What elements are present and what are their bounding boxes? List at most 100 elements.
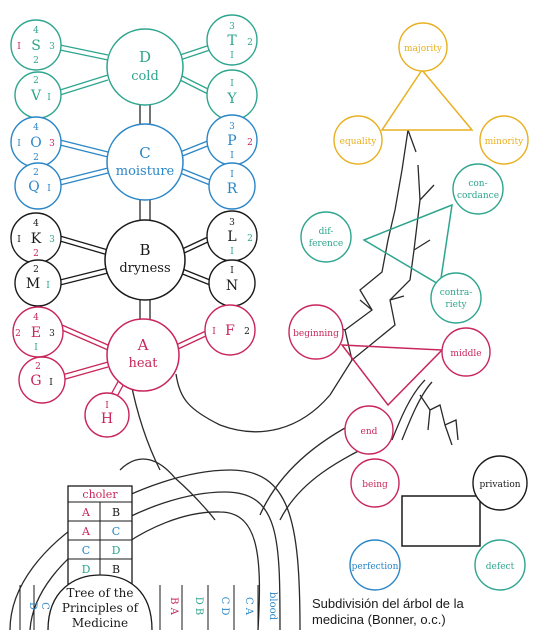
node-e-left: 2 (15, 329, 21, 339)
node-m: M 2 I (14, 259, 62, 307)
node-k-bottom: 2 (33, 249, 39, 259)
node-p-top: 3 (229, 122, 235, 132)
caption: Subdivisión del árbol de la medicina (Bo… (312, 596, 465, 627)
node-v-letter: V (30, 88, 42, 104)
chamber-cell: D (112, 544, 121, 557)
chamber-cell: D (82, 563, 91, 576)
node-f-letter: F (225, 323, 235, 339)
node-s-top: 4 (33, 26, 39, 36)
chamber-cell: C (112, 525, 120, 538)
node-q-right: I (47, 184, 51, 194)
side-right-cell: C A (243, 597, 254, 616)
chamber-cell: B (112, 506, 120, 519)
node-r: R I (208, 162, 256, 210)
node-m-top: 2 (33, 265, 39, 275)
difference-label-2: ference (309, 239, 343, 249)
node-l: L 3 2 I (206, 210, 258, 262)
node-s-right: 3 (49, 42, 55, 52)
middle-label: middle (450, 349, 481, 359)
gold-triangle-group: majority equality minority (333, 22, 529, 165)
node-g-letter: G (30, 373, 41, 389)
node-h-letter: H (101, 411, 113, 427)
choler-chamber: choler A B A C C D D B (67, 485, 133, 585)
contrariety-label-2: riety (445, 300, 467, 310)
node-e: E 4 2 3 I (12, 306, 64, 358)
trunk-title-line-3: Medicine (72, 616, 128, 630)
node-o-top: 4 (33, 123, 39, 133)
perfection-label: perfection (352, 562, 399, 572)
concordance-label-1: con- (468, 179, 487, 189)
node-o-bottom: 2 (33, 153, 39, 163)
privation-label: privation (479, 480, 520, 490)
node-a-word: heat (128, 356, 158, 371)
node-s: S 4 I 3 2 (10, 19, 62, 71)
chamber-cell: B (112, 563, 120, 576)
node-y-letter: Y (226, 91, 237, 107)
node-e-right: 3 (49, 329, 55, 339)
node-t-top: 3 (229, 22, 235, 32)
node-l-bottom: I (230, 247, 234, 257)
node-k-right: 3 (49, 235, 55, 245)
node-v-right: I (47, 93, 51, 103)
trunk-title-line-2: Principles of (62, 601, 140, 615)
node-v-top: 2 (33, 76, 39, 86)
node-e-top: 4 (33, 313, 39, 323)
node-c-word: moisture (116, 164, 175, 179)
node-d-word: cold (131, 69, 159, 84)
caption-line-1: Subdivisión del árbol de la (312, 596, 465, 611)
side-left-cell: D (27, 602, 38, 610)
node-p-bottom: I (230, 151, 234, 161)
end-label: end (361, 427, 378, 437)
defect-label: defect (486, 562, 515, 572)
node-f: F I 2 (204, 304, 256, 356)
choler-header: choler (82, 488, 118, 501)
beginning-label: beginning (293, 329, 339, 339)
side-right-cell: D B (193, 597, 204, 616)
being-label: being (362, 480, 388, 490)
majority-label: majority (404, 44, 443, 54)
node-t-right: 2 (247, 38, 253, 48)
node-m-letter: M (26, 276, 40, 292)
node-k-left: I (17, 235, 21, 245)
node-k: K 4 I 3 2 (10, 212, 62, 264)
node-n: N I (208, 259, 256, 307)
node-y-top: I (230, 79, 234, 89)
caption-line-2: medicina (Bonner, o.c.) (312, 612, 446, 627)
side-left-cell: C (39, 602, 50, 610)
node-k-top: 4 (33, 219, 39, 229)
difference-label-1: dif- (319, 227, 334, 237)
chamber-cell: A (81, 525, 91, 538)
node-e-bottom: I (34, 343, 38, 353)
node-s-letter: S (31, 38, 41, 54)
node-p: P 3 2 I (206, 114, 258, 166)
node-a-letter: A (137, 336, 149, 354)
trunk-title-line-1: Tree of the (67, 586, 134, 600)
chamber-cell: C (82, 544, 90, 557)
node-p-letter: P (227, 133, 236, 149)
chamber-cell: A (81, 506, 91, 519)
node-g: G 2 I (18, 356, 66, 404)
node-t: T 3 2 I (206, 14, 258, 66)
blood-label: blood (267, 592, 278, 621)
node-b-letter: B (139, 241, 150, 259)
node-v: V 2 I (14, 71, 62, 119)
node-d-cold: D cold (106, 28, 184, 106)
node-k-letter: K (31, 231, 42, 247)
node-s-left: I (17, 42, 21, 52)
node-l-right: 2 (247, 234, 253, 244)
node-p-right: 2 (247, 138, 253, 148)
square-box (401, 495, 481, 547)
node-q-letter: Q (28, 179, 39, 195)
teal-triangle-group: con- cordance dif- ference contra- riety (300, 163, 504, 324)
node-q: Q 2 I (14, 162, 62, 210)
node-h-top: I (105, 401, 109, 411)
node-t-letter: T (227, 33, 237, 49)
teal-triangle (362, 203, 453, 287)
node-g-right: I (49, 378, 53, 388)
node-y: Y I (206, 69, 258, 121)
contrariety-label-1: contra- (440, 288, 473, 298)
node-c-letter: C (139, 144, 150, 162)
side-right-cell: B A (168, 597, 179, 616)
concordance-label-2: cordance (457, 191, 499, 201)
